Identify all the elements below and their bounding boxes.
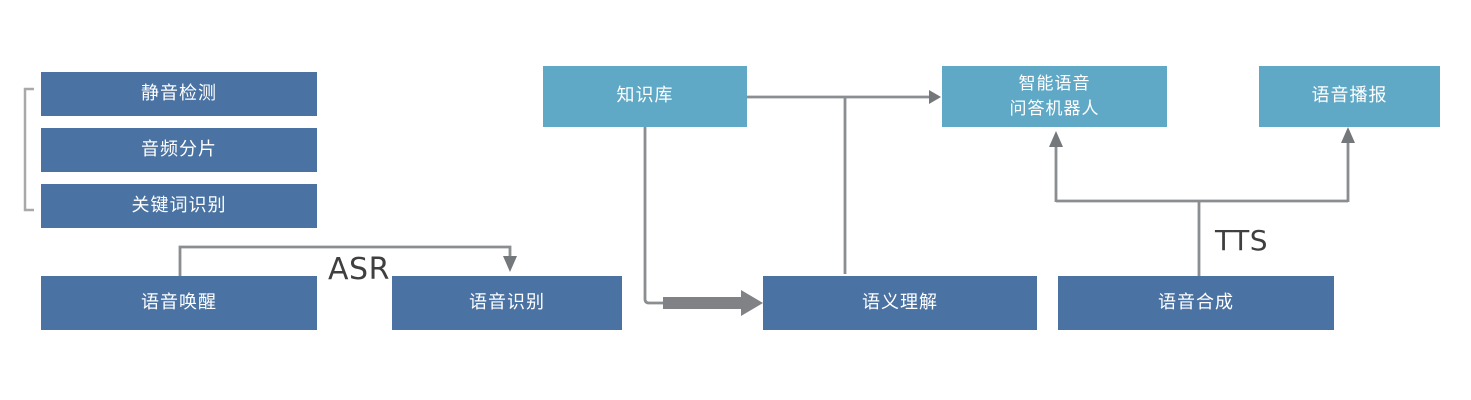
tts-right-arrowhead-icon [1341, 127, 1355, 143]
node-audio-slicing: 音频分片 [41, 128, 317, 172]
node-speech-recognition: 语音识别 [392, 276, 622, 330]
node-semantic-understanding: 语义理解 [763, 276, 1037, 330]
thick-arrow-icon [663, 290, 763, 316]
node-speech-synthesis: 语音合成 [1058, 276, 1334, 330]
left-bracket [23, 87, 34, 212]
node-voice-broadcast: 语音播报 [1259, 66, 1440, 127]
asr-arrow-line [178, 245, 512, 276]
tts-connector-lines [1054, 142, 1350, 276]
node-knowledge-base: 知识库 [543, 66, 747, 127]
kb-to-robot-arrowhead-icon [929, 90, 941, 104]
node-keyword-recognition: 关键词识别 [41, 184, 317, 228]
kb-down-elbow-line [643, 127, 664, 305]
node-silence-detection: 静音检测 [41, 72, 317, 116]
tts-left-arrowhead-icon [1049, 131, 1063, 147]
tts-label: TTS [1215, 224, 1268, 257]
node-voice-wakeup: 语音唤醒 [41, 276, 317, 330]
node-qa-robot: 智能语音 问答机器人 [942, 66, 1167, 127]
asr-label: ASR [328, 252, 390, 287]
asr-arrowhead-icon [503, 256, 517, 272]
